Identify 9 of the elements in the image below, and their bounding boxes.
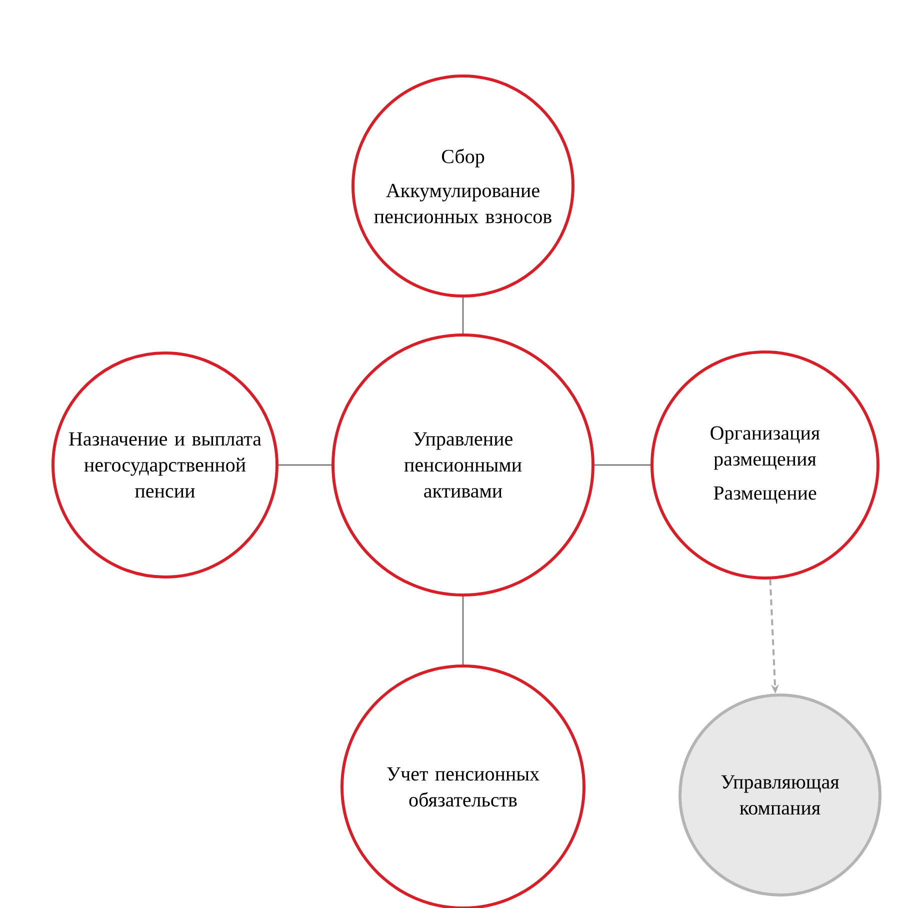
circle-node: Организация размещения Размещение [650, 350, 880, 580]
circle-node: Назначение и выплата негосударственной пенсии [52, 352, 278, 578]
circle-node: Управляющая компания [678, 694, 882, 896]
connector [462, 596, 464, 664]
circle-node: Сбор Аккумулирование пенсионных взносов [352, 74, 574, 298]
connector [594, 464, 650, 466]
connector [278, 464, 332, 466]
connector [462, 298, 464, 334]
circle-node: Управление пенсионными активами [332, 334, 594, 596]
